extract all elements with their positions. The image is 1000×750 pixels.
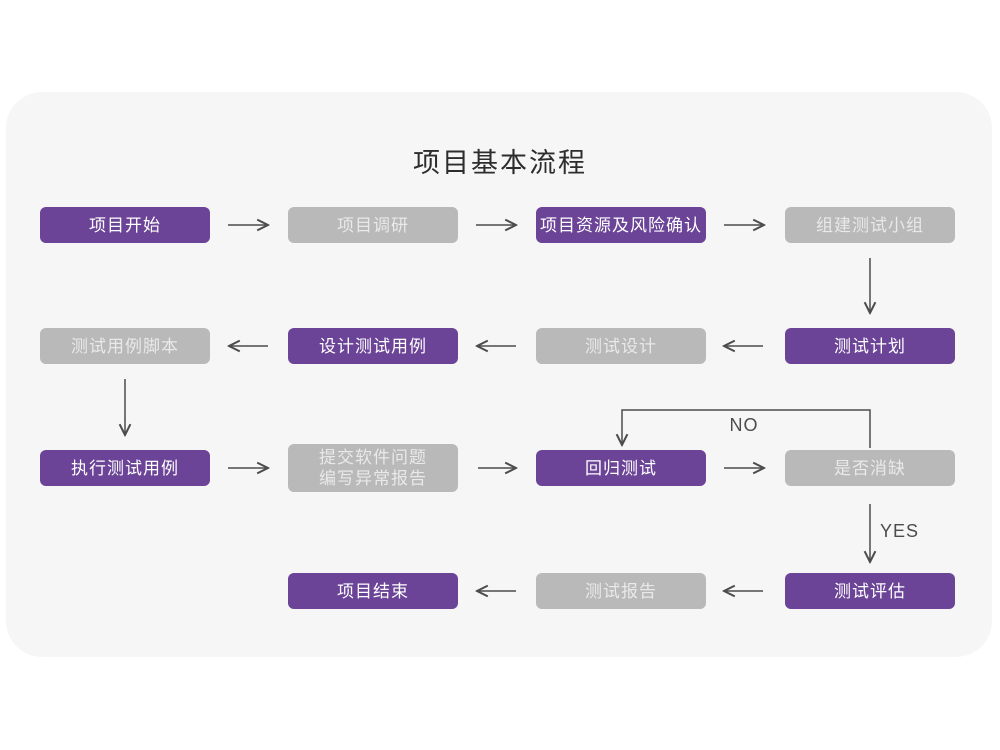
node-build-test-team: 组建测试小组 xyxy=(785,207,955,243)
node-test-report: 测试报告 xyxy=(536,573,706,609)
node-test-evaluation: 测试评估 xyxy=(785,573,955,609)
node-test-plan: 测试计划 xyxy=(785,328,955,364)
flowchart-card xyxy=(6,92,992,657)
node-defect-cleared: 是否消缺 xyxy=(785,450,955,486)
branch-label-no: NO xyxy=(729,415,759,435)
node-test-design: 测试设计 xyxy=(536,328,706,364)
node-project-end: 项目结束 xyxy=(288,573,458,609)
branch-label-yes: YES xyxy=(880,521,920,541)
node-test-case-script: 测试用例脚本 xyxy=(40,328,210,364)
page-title: 项目基本流程 xyxy=(413,148,587,178)
node-design-test-case: 设计测试用例 xyxy=(288,328,458,364)
node-submit-issue-report: 提交软件问题 编写异常报告 xyxy=(288,444,458,492)
node-regression-test: 回归测试 xyxy=(536,450,706,486)
node-project-start: 项目开始 xyxy=(40,207,210,243)
node-project-research: 项目调研 xyxy=(288,207,458,243)
node-execute-test-case: 执行测试用例 xyxy=(40,450,210,486)
node-resource-risk-confirm: 项目资源及风险确认 xyxy=(536,207,706,243)
